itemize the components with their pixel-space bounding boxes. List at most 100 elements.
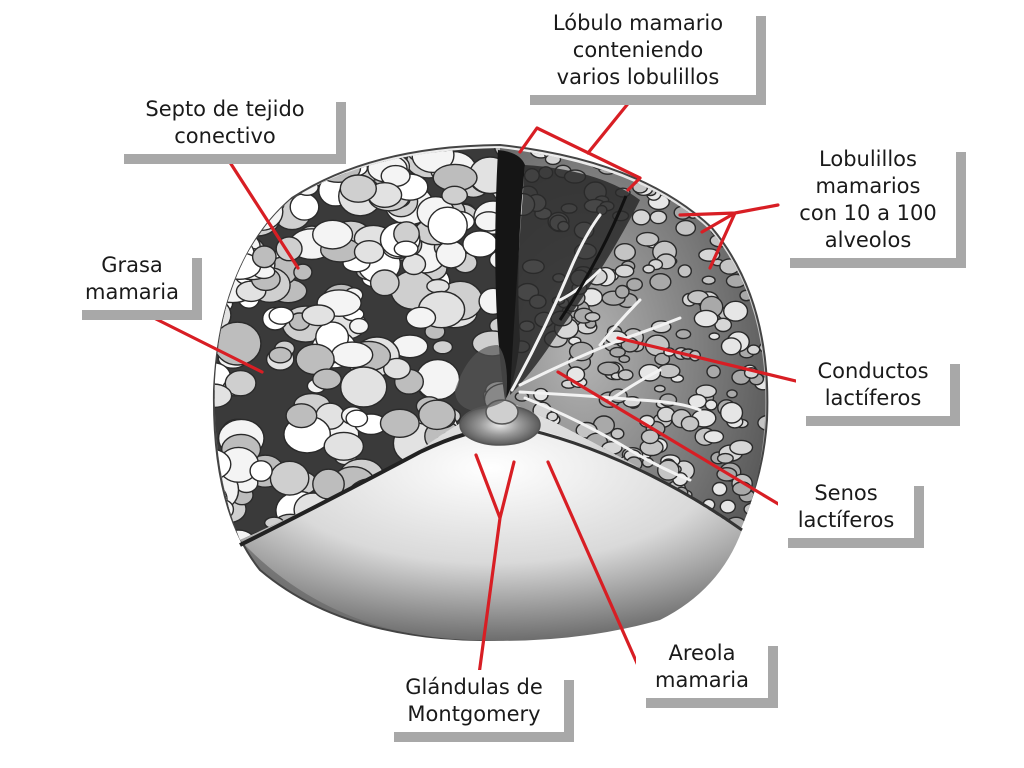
fat-lobule [214,383,233,409]
leader-lines [136,93,802,684]
gland-lobule [770,350,789,362]
gland-lobule [614,284,630,299]
label-grasa-mamaria: Grasa mamaria [72,248,192,310]
fat-lobule [369,269,400,297]
gland-lobule [759,239,766,249]
gland-lobule [649,272,672,291]
fat-lobule [441,185,468,206]
fat-lobule [345,409,369,428]
gland-lobule [719,499,736,514]
gland-lobule [753,240,766,262]
lobe-section [510,165,640,395]
fat-lobule [312,368,342,391]
leader-glandulas [474,453,516,684]
fat-lobule [214,243,239,271]
gland-lobule [716,163,737,177]
gland-lobule [734,242,751,254]
gland-lobule [691,173,713,193]
gland-lobule [752,162,766,177]
gland-lobule [654,352,671,366]
gland-lobule [597,361,620,376]
gland-lobule [695,384,718,399]
fat-lobule [349,317,370,335]
gland-lobule [762,329,766,344]
label-lobulillos: Lobulillos mamarios con 10 a 100 alveolo… [780,142,956,258]
gland-lobule [708,195,723,206]
gland-lobule [669,162,684,174]
fat-lobule [462,230,498,258]
fat-lobule [323,431,365,461]
septum-line-right [511,424,743,532]
fat-lobule [435,240,467,269]
gland-lobule [663,180,682,193]
gland-lobule [649,210,668,225]
gland-lobule [720,337,742,356]
gland-lobule [642,148,667,166]
nipple-base [455,345,507,410]
gland-lobule [719,401,744,424]
gland-lobule [680,415,700,432]
leader-conductos [616,336,802,384]
gland-lobule [610,427,625,440]
gland-lobule [760,154,766,165]
gland-lobule [714,317,733,333]
fat-lobule [379,408,420,438]
gland-lobule [750,210,766,227]
fat-lobule [215,210,238,227]
gland-lobule [628,150,647,164]
fat-lobule [405,306,437,329]
gland-lobule [546,411,559,422]
fat-lobule [374,148,403,151]
gland-lobule [618,354,631,364]
lower-skin-region [240,425,742,641]
fat-lobule [224,369,257,397]
gland-lobule [655,178,670,191]
gland-lobule [765,338,766,358]
fat-lobule [418,399,456,431]
fat-lobule [206,544,225,559]
gland-lobule [701,275,716,285]
fat-lobule [251,245,277,269]
gland-lobule [752,169,766,180]
gland-lobule [677,264,692,278]
label-areola: Areola mamaria [636,636,768,698]
gland-lobule [609,346,626,358]
fat-lobule [331,341,374,369]
fat-lobule [427,206,468,245]
fat-lobule [214,535,245,540]
gland-lobule [753,227,766,248]
fat-lobule [256,166,292,199]
gland-lobule [693,309,719,328]
gland-lobule [757,414,766,432]
gland-lobule [767,347,781,356]
leader-lobulillos [678,203,780,270]
gland-lobule [726,389,738,399]
gland-lobule [703,429,725,444]
leader-lobulo [518,93,642,192]
gland-lobule [635,231,660,247]
fat-lobule [339,174,377,203]
fat-lobule [393,240,419,258]
gland-lobule [675,328,692,340]
fat-lobule [268,306,295,325]
gland-lobule [722,300,749,322]
fat-lobule [214,526,225,540]
fat-lobule [244,151,281,177]
gland-lobule [771,268,788,283]
gland-lobule [631,209,651,226]
label-senos: Senos lactíferos [778,476,914,538]
leader-senos [556,370,782,507]
gland-lobule [746,344,761,356]
gland-lobule [614,264,635,278]
gland-lobule [758,481,766,500]
gland-lobule [671,161,696,178]
leader-septo [220,148,300,270]
fat-lobule [214,229,230,257]
fat-lobule [269,460,310,496]
fat-lobule [289,192,320,221]
septum-divider [558,195,628,321]
gland-lobule [617,369,634,381]
fat-lobule [353,239,385,264]
